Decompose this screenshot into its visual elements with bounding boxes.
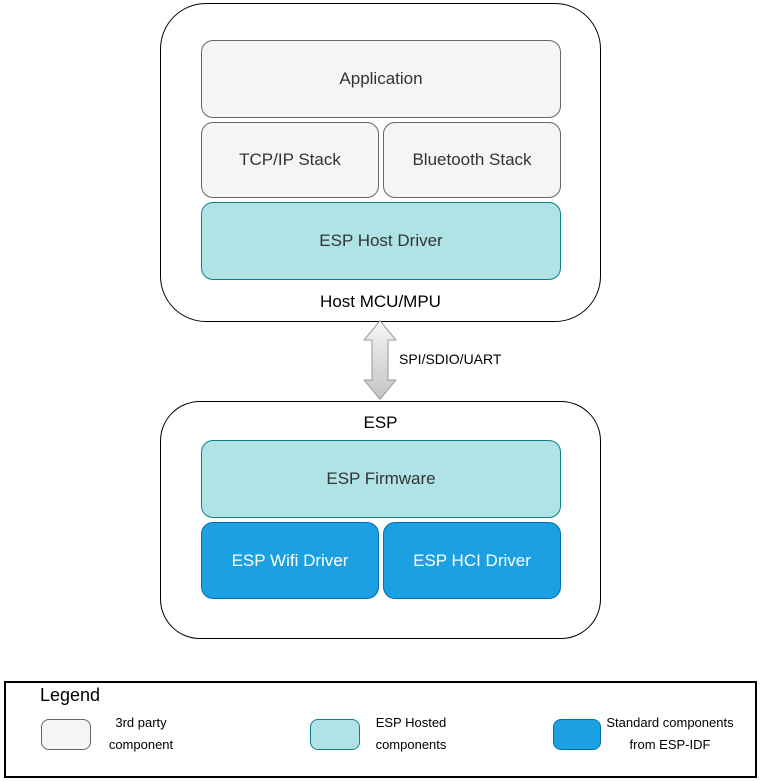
node-bluetooth-stack-label: Bluetooth Stack bbox=[412, 150, 532, 169]
legend-label-esp-hosted-line2: components bbox=[375, 737, 447, 752]
legend-panel bbox=[4, 681, 757, 778]
node-tcpip-stack: TCP/IP Stack bbox=[201, 122, 379, 198]
node-application: Application bbox=[201, 40, 561, 118]
legend-label-esp-idf: Standard components from ESP-IDF bbox=[585, 712, 755, 756]
legend-label-3rd-party-line2: component bbox=[108, 737, 174, 752]
legend-swatch-esp-idf bbox=[553, 719, 601, 750]
node-esp-host-driver: ESP Host Driver bbox=[201, 202, 561, 280]
legend-label-esp-idf-line1: Standard components bbox=[606, 715, 734, 730]
node-esp-wifi-driver: ESP Wifi Driver bbox=[201, 522, 379, 599]
esp-group-container bbox=[160, 401, 601, 639]
node-esp-firmware: ESP Firmware bbox=[201, 440, 561, 518]
node-tcpip-stack-label: TCP/IP Stack bbox=[239, 150, 341, 169]
node-bluetooth-stack: Bluetooth Stack bbox=[383, 122, 561, 198]
esp-group-label: ESP bbox=[363, 413, 398, 432]
legend-label-esp-hosted: ESP Hosted components bbox=[326, 712, 496, 756]
legend-label-3rd-party: 3rd party component bbox=[56, 712, 226, 756]
link-protocol-label: SPI/SDIO/UART bbox=[399, 351, 502, 367]
legend-label-3rd-party-line1: 3rd party bbox=[115, 715, 167, 730]
node-esp-hci-driver: ESP HCI Driver bbox=[383, 522, 561, 599]
node-esp-hci-driver-label: ESP HCI Driver bbox=[413, 550, 531, 570]
legend-label-esp-idf-line2: from ESP-IDF bbox=[629, 737, 711, 752]
legend-label-esp-hosted-line1: ESP Hosted bbox=[375, 715, 447, 730]
host-mcu-group-label: Host MCU/MPU bbox=[320, 292, 441, 311]
node-esp-wifi-driver-label: ESP Wifi Driver bbox=[231, 550, 349, 570]
node-application-label: Application bbox=[339, 69, 423, 88]
bidirectional-arrow-icon bbox=[360, 320, 400, 400]
legend-title: Legend bbox=[40, 685, 101, 705]
node-esp-host-driver-label: ESP Host Driver bbox=[319, 231, 443, 250]
legend-swatch-3rd-party bbox=[41, 719, 91, 750]
legend-swatch-esp-hosted bbox=[310, 719, 360, 750]
node-esp-firmware-label: ESP Firmware bbox=[326, 469, 436, 488]
